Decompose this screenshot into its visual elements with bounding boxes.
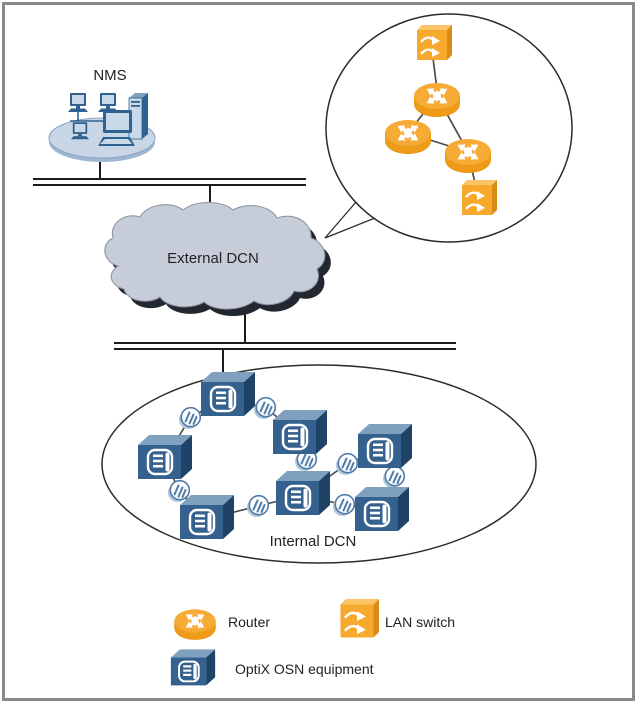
legend-lan-switch-label: LAN switch xyxy=(385,614,455,630)
optix-osn-equipment-icon xyxy=(353,485,411,533)
optix-osn-equipment-icon xyxy=(169,648,217,687)
optix-osn-equipment-icon xyxy=(136,433,194,481)
optix-osn-equipment-icon xyxy=(178,493,236,541)
nms-icon xyxy=(48,93,156,162)
optix-osn-equipment-icon xyxy=(274,469,332,517)
optix-osn-equipment-icon xyxy=(199,370,257,418)
lan-switch-icon xyxy=(415,23,454,62)
workstation-icon xyxy=(68,93,88,112)
external-dcn-label: External DCN xyxy=(167,250,259,267)
optix-osn-equipment-icon xyxy=(356,422,414,470)
router-icon xyxy=(445,139,491,173)
server-tower-icon xyxy=(128,93,148,140)
router-icon xyxy=(385,120,431,154)
lan-switch-icon xyxy=(460,178,499,217)
router-icon xyxy=(174,609,215,640)
internal-dcn-label: Internal DCN xyxy=(270,533,357,550)
router-icon xyxy=(414,83,460,117)
magnifier-ellipse xyxy=(325,13,573,243)
legend: Router LAN switch OptiX OSN equipment xyxy=(169,597,455,687)
nms-label: NMS xyxy=(93,67,126,84)
legend-osn-label: OptiX OSN equipment xyxy=(235,661,374,677)
lan-switch-icon xyxy=(339,597,381,639)
external-dcn-cloud: External DCN xyxy=(104,201,331,317)
workstation-icon xyxy=(98,93,118,112)
monitor-icon xyxy=(98,110,135,146)
workstation-icon xyxy=(71,122,89,140)
optix-osn-equipment-icon xyxy=(271,408,329,456)
legend-router-label: Router xyxy=(228,614,270,630)
